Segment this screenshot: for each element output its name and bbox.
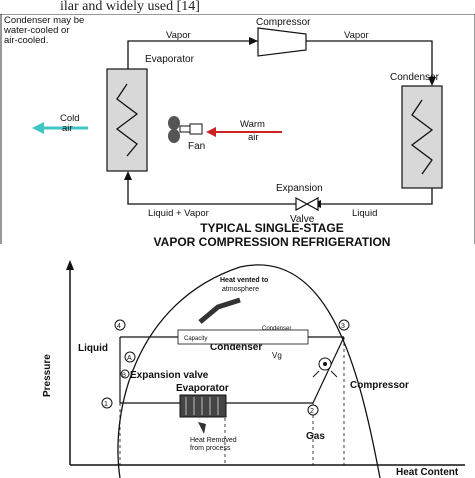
heat-vented-arrow <box>198 297 241 324</box>
vapor-left-label: Vapor <box>166 30 191 41</box>
warm-air-label-2: air <box>248 132 259 143</box>
warm-air-arrowhead <box>206 127 216 137</box>
heat-removed-arrow <box>198 422 206 434</box>
cold-air-label-1: Cold <box>60 113 80 124</box>
expansion-label: Expansion <box>276 183 323 194</box>
arrow-to-compressor <box>249 37 258 45</box>
heat-removed-label-1: Heat Removed <box>190 437 237 444</box>
cold-air-label-2: air <box>62 123 73 134</box>
compression-line <box>312 336 345 404</box>
valve-label: Valve <box>290 214 315 225</box>
condenser-label: Condenser <box>390 72 440 83</box>
small-label-vg: Vg <box>272 351 282 360</box>
pipe-top-right <box>306 40 433 84</box>
pressure-axis-label: Pressure <box>42 354 53 397</box>
pipe-bottom-right <box>318 188 433 205</box>
evaporator-zigzag <box>115 83 139 157</box>
pipe-bottom-left <box>127 174 296 205</box>
heat-vented-label-2: atmosphere <box>222 286 259 293</box>
heat-axis-label: Heat Content <box>396 467 459 478</box>
point-label-4: 4 <box>117 323 121 330</box>
point-marker-1 <box>101 397 113 409</box>
fan-label: Fan <box>188 141 205 152</box>
title-line-1: TYPICAL SINGLE-STAGE <box>200 221 344 235</box>
liquid-label: Liquid <box>352 208 377 219</box>
note-line-1: Condenser may be <box>4 15 84 26</box>
vapor-right-label: Vapor <box>344 30 369 41</box>
heat-removed-label-2: from process <box>190 445 231 452</box>
point-label-2: 2 <box>310 408 314 415</box>
small-label-capacity: Capacity <box>184 336 207 342</box>
point-marker-4 <box>114 319 126 331</box>
condenser-label: Condenser <box>210 342 262 353</box>
point-marker-a <box>124 351 136 363</box>
heat-vented-label-1: Heat vented to <box>220 277 268 284</box>
compressor-label: Compressor <box>350 380 409 391</box>
title-line-2: VAPOR COMPRESSION REFRIGERATION <box>154 235 391 248</box>
caption-text: ilar and widely used [14] <box>60 0 200 14</box>
y-axis-arrow <box>66 260 74 270</box>
expansion-valve-shape-2 <box>305 196 319 212</box>
point-label-b: B <box>122 373 126 379</box>
point-marker-3 <box>338 319 350 331</box>
compressor-label: Compressor <box>256 17 311 28</box>
expansion-valve-shape <box>295 196 309 212</box>
evaporator-label: Evaporator <box>145 54 195 65</box>
point-label-1: 1 <box>104 401 108 408</box>
compressor-shape <box>257 27 307 57</box>
pressure-heat-diagram: Pressure Heat Content 4 3 1 2 A B Liquid… <box>42 260 465 478</box>
liquid-label: Liquid <box>78 343 108 354</box>
small-label-condenser: Condenser <box>262 326 291 332</box>
point-marker-2 <box>307 404 319 416</box>
cold-air-arrowhead <box>32 122 44 134</box>
condenser-zigzag <box>410 99 434 175</box>
compressor-icon <box>312 357 338 378</box>
point-marker-b <box>120 369 130 379</box>
note-line-2: water-cooled or <box>3 25 69 36</box>
liquid-vapor-label: Liquid + Vapor <box>148 208 209 219</box>
expansion-valve-label: Expansion valve <box>130 370 209 381</box>
condenser-component <box>177 329 309 345</box>
point-label-a: A <box>127 355 132 362</box>
note-line-3: air-cooled. <box>4 35 48 46</box>
point-label-3: 3 <box>341 323 345 330</box>
warm-air-label-1: Warm <box>240 119 265 130</box>
fan-icon <box>168 116 203 143</box>
vapor-compression-diagram: Condenser may be water-cooled or air-coo… <box>0 14 475 248</box>
arrow-up-evaporator <box>124 171 132 180</box>
arrow-down-condenser <box>428 77 436 86</box>
evaporator-label: Evaporator <box>176 383 229 394</box>
saturation-dome <box>117 264 381 478</box>
evaporator-coil <box>106 68 148 172</box>
evaporator-coil-icon <box>179 394 227 418</box>
gas-label: Gas <box>306 431 325 442</box>
